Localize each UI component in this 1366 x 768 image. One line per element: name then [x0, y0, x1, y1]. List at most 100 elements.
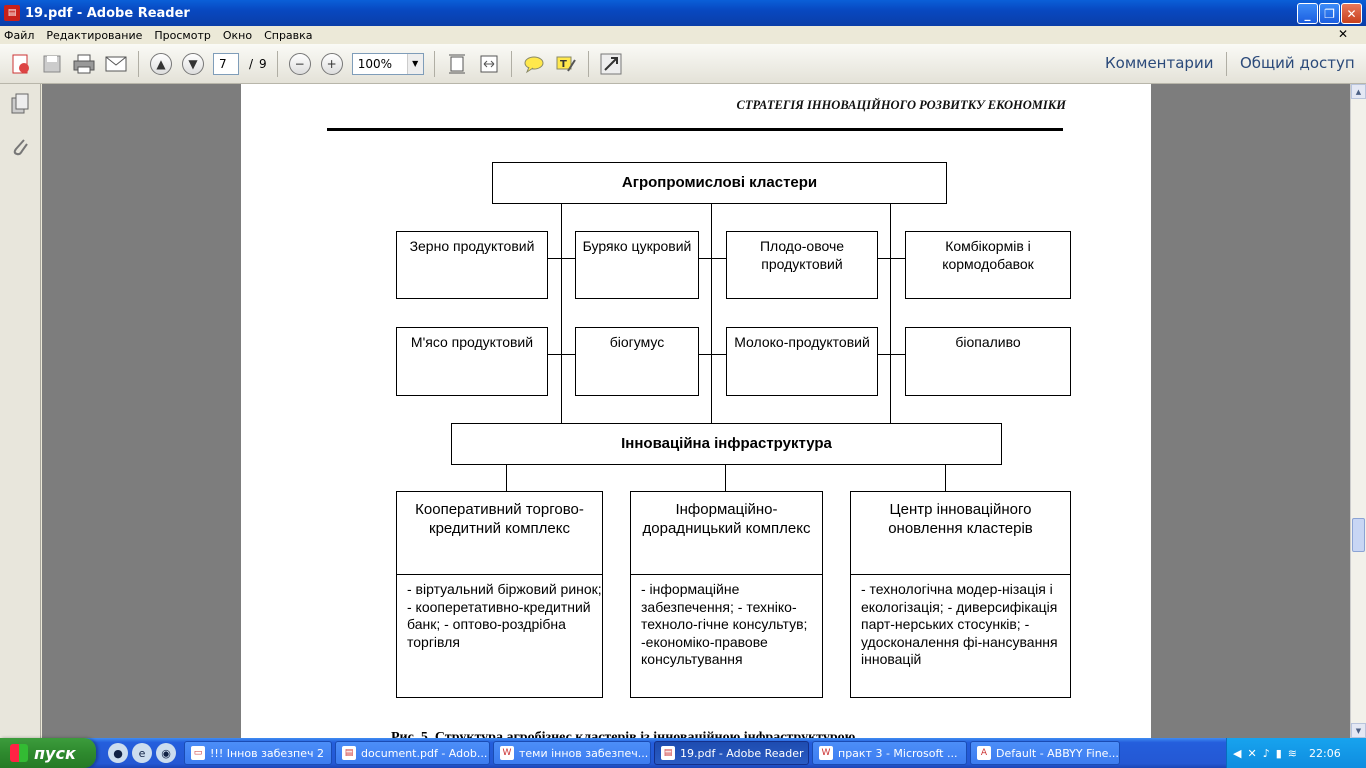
page-number-input[interactable]: 7: [213, 52, 239, 75]
share-link[interactable]: Общий доступ: [1240, 54, 1355, 72]
taskbar: пуск ● e ◉ ▭!!! Іннов забезпеч 2 ▤docume…: [0, 738, 1366, 768]
menu-help[interactable]: Справка: [264, 28, 313, 42]
windows-flag-icon: [10, 744, 28, 762]
vertical-scrollbar[interactable]: ▲ ▼: [1350, 84, 1366, 738]
infrastructure-component-list: - технологічна модер-нізація і екологіза…: [850, 574, 1071, 698]
abbyy-icon: A: [977, 746, 991, 760]
cluster-box: Зерно продуктовий: [396, 231, 548, 299]
connector-line: [711, 203, 712, 423]
close-button[interactable]: ✕: [1341, 3, 1362, 24]
folder-icon: ▭: [191, 746, 205, 760]
expand-icon[interactable]: [597, 50, 625, 78]
adobe-reader-window: ▤ 19.pdf - Adobe Reader _ ❐ ✕ Файл Редак…: [0, 0, 1366, 738]
arrow-up-icon: ▲: [150, 52, 172, 75]
fit-width-icon[interactable]: [475, 50, 503, 78]
pages-panel-icon[interactable]: [8, 92, 32, 116]
comment-icon[interactable]: [520, 50, 548, 78]
email-icon[interactable]: [102, 50, 130, 78]
title-bar[interactable]: ▤ 19.pdf - Adobe Reader _ ❐ ✕: [0, 0, 1366, 26]
infrastructure-component-list: - інформаційне забезпечення; - техніко-т…: [630, 574, 823, 698]
cluster-box: біогумус: [575, 327, 699, 396]
connector-line: [945, 464, 946, 492]
pdf-icon: ▤: [661, 746, 675, 760]
connector-line: [725, 464, 726, 492]
cluster-box: біопаливо: [905, 327, 1071, 396]
window-title: 19.pdf - Adobe Reader: [25, 5, 190, 21]
taskbar-item[interactable]: ▤document.pdf - Adob...: [335, 741, 490, 765]
menu-edit[interactable]: Редактирование: [46, 28, 143, 42]
fit-page-icon[interactable]: [443, 50, 471, 78]
menu-file[interactable]: Файл: [4, 28, 35, 42]
start-button[interactable]: пуск: [0, 738, 96, 768]
plus-icon: +: [320, 52, 343, 75]
toolbar-separator: [138, 50, 139, 77]
next-page-button[interactable]: ▼: [179, 50, 207, 78]
connector-line: [877, 258, 905, 259]
attachments-icon[interactable]: [8, 134, 32, 158]
clock[interactable]: 22:06: [1309, 746, 1341, 760]
infrastructure-component-title: Інформаційно-дорадницький комплекс: [630, 491, 823, 575]
infrastructure-component-title: Центр інноваційного оновлення кластерів: [850, 491, 1071, 575]
innovation-infrastructure-box: Інноваційна інфраструктура: [451, 423, 1002, 465]
scroll-up-icon[interactable]: ▲: [1351, 84, 1366, 99]
toolbar-separator: [433, 50, 435, 77]
connector-line: [890, 203, 891, 423]
taskbar-item[interactable]: ▭!!! Іннов забезпеч 2: [184, 741, 332, 765]
document-close-icon[interactable]: ✕: [1337, 27, 1348, 41]
battery-icon[interactable]: ▮: [1275, 746, 1282, 760]
scroll-down-icon[interactable]: ▼: [1351, 723, 1366, 738]
connector-line: [561, 203, 562, 423]
media-icon[interactable]: ◉: [156, 743, 176, 763]
zoom-in-button[interactable]: +: [318, 50, 346, 78]
menu-view[interactable]: Просмотр: [154, 28, 211, 42]
header-rule: [327, 128, 1063, 131]
maximize-button[interactable]: ❐: [1319, 3, 1340, 24]
word-icon: W: [819, 746, 833, 760]
minus-icon: −: [288, 52, 311, 75]
minimize-button[interactable]: _: [1297, 3, 1318, 24]
text-markup-icon[interactable]: T: [552, 50, 580, 78]
taskbar-item-active[interactable]: ▤19.pdf - Adobe Reader: [654, 741, 809, 765]
document-view[interactable]: СТРАТЕГІЯ ІННОВАЦІЙНОГО РОЗВИТКУ ЕКОНОМІ…: [42, 84, 1350, 738]
scroll-thumb[interactable]: [1352, 518, 1365, 552]
print-icon[interactable]: [70, 50, 98, 78]
chevron-down-icon[interactable]: ▼: [406, 53, 423, 74]
toolbar-separator: [587, 50, 589, 77]
ie-icon[interactable]: e: [132, 743, 152, 763]
start-label: пуск: [34, 743, 76, 763]
menu-bar: Файл Редактирование Просмотр Окно Справк…: [0, 26, 1366, 44]
svg-text:T: T: [560, 59, 567, 70]
cluster-box: Плодо-овоче продуктовий: [726, 231, 878, 299]
connector-line: [877, 354, 905, 355]
comments-link[interactable]: Комментарии: [1105, 54, 1214, 72]
volume-icon[interactable]: ♪: [1262, 746, 1270, 760]
wireless-icon[interactable]: ≋: [1287, 746, 1297, 760]
infrastructure-component-list: - віртуальний біржовий ринок; - кооперет…: [396, 574, 603, 698]
previous-page-button[interactable]: ▲: [147, 50, 175, 78]
connector-line: [506, 464, 507, 492]
menu-window[interactable]: Окно: [222, 28, 253, 42]
zoom-value: 100%: [357, 56, 392, 71]
save-icon[interactable]: [38, 50, 66, 78]
infrastructure-component-title: Кооперативний торгово-кредитний комплекс: [396, 491, 603, 575]
pdf-icon: ▤: [342, 746, 356, 760]
tray-expand-icon[interactable]: ◀: [1233, 746, 1242, 760]
page-separator: /: [249, 56, 254, 71]
create-pdf-icon[interactable]: [6, 50, 34, 78]
toolbar-separator: [510, 50, 512, 77]
pdf-page: СТРАТЕГІЯ ІННОВАЦІЙНОГО РОЗВИТКУ ЕКОНОМІ…: [241, 84, 1151, 738]
toolbar-separator: [1226, 52, 1227, 76]
network-icon[interactable]: ✕: [1247, 746, 1257, 760]
running-header: СТРАТЕГІЯ ІННОВАЦІЙНОГО РОЗВИТКУ ЕКОНОМІ…: [736, 98, 1066, 112]
connector-line: [698, 354, 726, 355]
zoom-select[interactable]: 100% ▼: [351, 52, 424, 75]
cluster-box: Буряко цукровий: [575, 231, 699, 299]
zoom-out-button[interactable]: −: [286, 50, 314, 78]
opera-icon[interactable]: ●: [108, 743, 128, 763]
cluster-box: Комбікормів і кормодобавок: [905, 231, 1071, 299]
connector-line: [547, 354, 575, 355]
agro-clusters-box: Агропромислові кластери: [492, 162, 947, 204]
